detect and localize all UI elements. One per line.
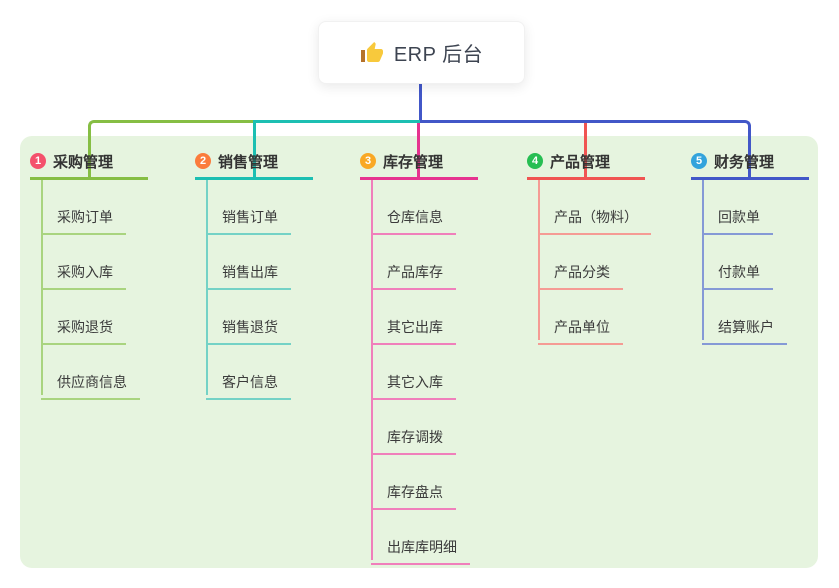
node-label: 采购订单 [41,207,126,235]
node-item[interactable]: 采购订单 [41,180,148,235]
branch-spine [206,180,208,395]
node-item[interactable]: 结算账户 [702,290,809,345]
node-label: 结算账户 [702,317,787,345]
branch-title: 产品管理 [550,153,611,171]
node-item[interactable]: 产品库存 [371,235,478,290]
branch-spine [41,180,43,395]
branch-inventory: 3 库存管理 仓库信息 产品库存 其它出库 其它入库 库存调拨 库存盘点 出库库… [360,151,478,565]
node-item[interactable]: 产品单位 [538,290,645,345]
connector-branch-2 [253,120,256,180]
connector-branch-3 [417,123,420,180]
node-label: 出库库明细 [371,537,470,565]
branch-spine [702,180,704,340]
branch-spine [371,180,373,560]
node-item[interactable]: 其它出库 [371,290,478,345]
thumbs-up-icon [360,41,383,62]
node-label: 产品单位 [538,317,623,345]
node-item[interactable]: 采购入库 [41,235,148,290]
branch-items: 仓库信息 产品库存 其它出库 其它入库 库存调拨 库存盘点 出库库明细 [371,180,478,565]
branch-finance: 5 财务管理 回款单 付款单 结算账户 [691,151,809,345]
node-label: 库存盘点 [371,482,456,510]
node-item[interactable]: 供应商信息 [41,345,148,400]
node-label: 客户信息 [206,372,291,400]
root-node-erp[interactable]: ERP 后台 [318,21,525,84]
branch-sales: 2 销售管理 销售订单 销售出库 销售退货 客户信息 [195,151,313,400]
branch-header-purchase[interactable]: 1 采购管理 [30,151,148,180]
node-label: 产品（物料） [538,207,651,235]
branch-spine [538,180,540,340]
node-label: 供应商信息 [41,372,140,400]
connector-branch-5 [420,120,751,180]
badge-3: 3 [360,153,376,169]
badge-1: 1 [30,153,46,169]
node-item[interactable]: 客户信息 [206,345,313,400]
branch-purchase: 1 采购管理 采购订单 采购入库 采购退货 供应商信息 [30,151,148,400]
node-item[interactable]: 产品（物料） [538,180,651,235]
badge-4: 4 [527,153,543,169]
node-label: 产品库存 [371,262,456,290]
branch-title: 采购管理 [53,153,114,171]
node-label: 仓库信息 [371,207,456,235]
node-label: 销售退货 [206,317,291,345]
node-item[interactable]: 回款单 [702,180,809,235]
branch-product: 4 产品管理 产品（物料） 产品分类 产品单位 [527,151,651,345]
badge-5: 5 [691,153,707,169]
node-label: 采购退货 [41,317,126,345]
node-label: 采购入库 [41,262,126,290]
connector-root-drop [419,78,422,122]
node-label: 产品分类 [538,262,623,290]
branch-header-inventory[interactable]: 3 库存管理 [360,151,478,180]
node-item[interactable]: 销售订单 [206,180,313,235]
branch-header-product[interactable]: 4 产品管理 [527,151,645,180]
branch-header-finance[interactable]: 5 财务管理 [691,151,809,180]
node-label: 销售出库 [206,262,291,290]
branch-title: 销售管理 [218,153,279,171]
branches-panel [20,136,818,568]
node-item[interactable]: 仓库信息 [371,180,478,235]
node-item[interactable]: 其它入库 [371,345,478,400]
node-label: 付款单 [702,262,773,290]
branch-title: 库存管理 [383,153,444,171]
badge-2: 2 [195,153,211,169]
connector-horizontal-teal [253,120,420,123]
node-label: 其它入库 [371,372,456,400]
node-item[interactable]: 产品分类 [538,235,645,290]
branch-items: 产品（物料） 产品分类 产品单位 [538,180,651,345]
branch-title: 财务管理 [714,153,775,171]
node-item[interactable]: 采购退货 [41,290,148,345]
node-item[interactable]: 库存盘点 [371,455,478,510]
branch-items: 回款单 付款单 结算账户 [702,180,809,345]
branch-items: 采购订单 采购入库 采购退货 供应商信息 [41,180,148,400]
node-label: 其它出库 [371,317,456,345]
node-item[interactable]: 销售退货 [206,290,313,345]
node-label: 库存调拨 [371,427,456,455]
node-item[interactable]: 付款单 [702,235,809,290]
connector-branch-1 [88,120,254,180]
root-title: ERP 后台 [393,44,484,66]
node-item[interactable]: 出库库明细 [371,510,478,565]
node-label: 销售订单 [206,207,291,235]
branch-header-sales[interactable]: 2 销售管理 [195,151,313,180]
node-item[interactable]: 销售出库 [206,235,313,290]
connector-branch-4 [584,123,587,180]
branch-items: 销售订单 销售出库 销售退货 客户信息 [206,180,313,400]
node-item[interactable]: 库存调拨 [371,400,478,455]
node-label: 回款单 [702,207,773,235]
